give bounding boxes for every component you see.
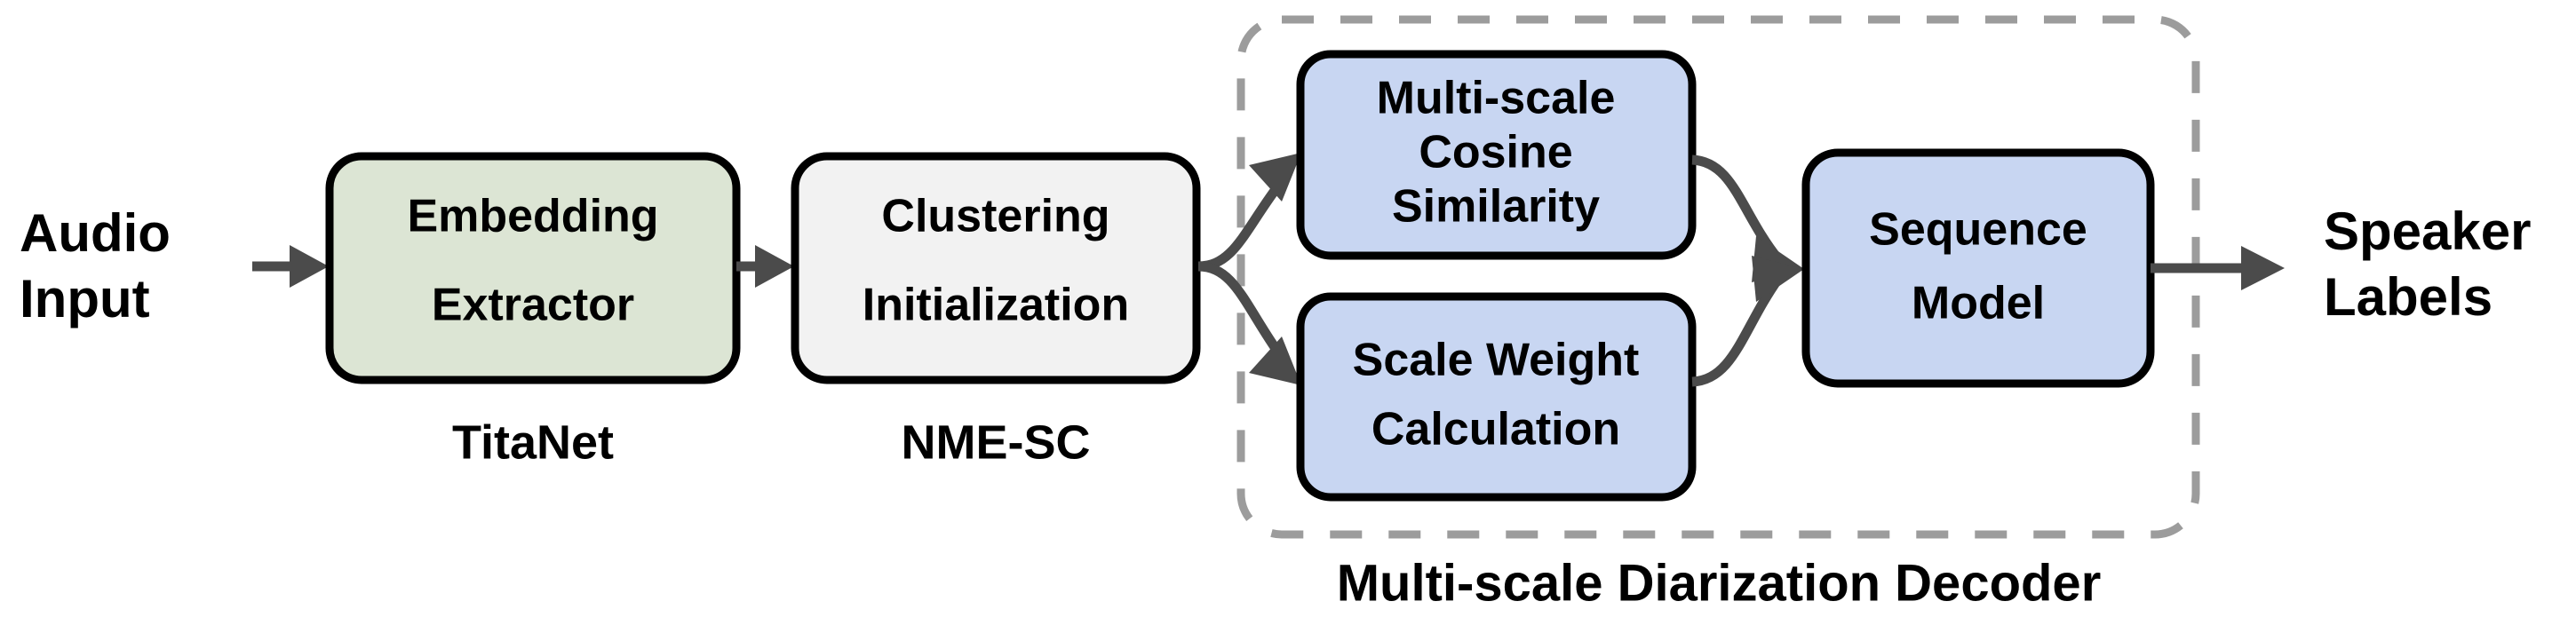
embedding-extractor-label-line1: Embedding [407,191,658,242]
multi-scale-cosine-similarity-label-line1: Multi-scale [1377,73,1616,124]
arrow-clustering-to-scale-weight [1197,261,1301,385]
arrow-embedding-extractor-to-clustering-initialization [736,245,794,288]
node-sequence-model[interactable]: Sequence Model [1801,148,2155,388]
clustering-initialization-box[interactable] [791,152,1201,384]
arrow-input-to-embedding-extractor [252,245,329,288]
sequence-model-label-line2: Model [1912,278,2045,329]
clustering-initialization-label-line2: Initialization [863,280,1129,331]
speaker-labels-output-line1: Speaker [2324,202,2532,261]
clustering-initialization-caption-nme-sc: NME-SC [902,415,1091,469]
node-multi-scale-cosine-similarity[interactable]: Multi-scale Cosine Similarity [1296,50,1697,260]
arrow-clustering-to-cosine-similarity [1197,153,1301,272]
multi-scale-cosine-similarity-label-line3: Similarity [1392,181,1600,233]
scale-weight-calculation-box[interactable] [1296,292,1697,502]
sequence-model-label-line1: Sequence [1869,204,2087,256]
sequence-model-box[interactable] [1801,148,2155,388]
node-scale-weight-calculation[interactable]: Scale Weight Calculation [1296,292,1697,502]
speaker-labels-output-line2: Labels [2324,267,2493,327]
multi-scale-cosine-similarity-box[interactable] [1296,50,1697,260]
arrow-cosine-similarity-to-sequence-model [1691,154,1804,282]
arrow-scale-weight-to-sequence-model [1691,256,1804,387]
node-embedding-extractor[interactable]: Embedding Extractor [325,152,741,384]
embedding-extractor-caption-titanet: TitaNet [452,415,614,469]
multi-scale-cosine-similarity-label-line2: Cosine [1419,127,1572,178]
scale-weight-calculation-label-line2: Calculation [1371,404,1620,455]
multi-scale-diarization-decoder-group-frame [1236,15,2200,539]
multi-scale-diarization-decoder-caption: Multi-scale Diarization Decoder [1337,554,2102,612]
audio-input-label-line1: Audio [20,203,171,263]
clustering-initialization-label-line1: Clustering [881,191,1109,242]
scale-weight-calculation-label-line1: Scale Weight [1353,335,1640,386]
audio-input-label-line2: Input [20,269,150,328]
embedding-extractor-label-line2: Extractor [432,280,634,331]
arrow-sequence-model-to-output [2151,246,2285,290]
node-clustering-initialization[interactable]: Clustering Initialization [791,152,1201,384]
